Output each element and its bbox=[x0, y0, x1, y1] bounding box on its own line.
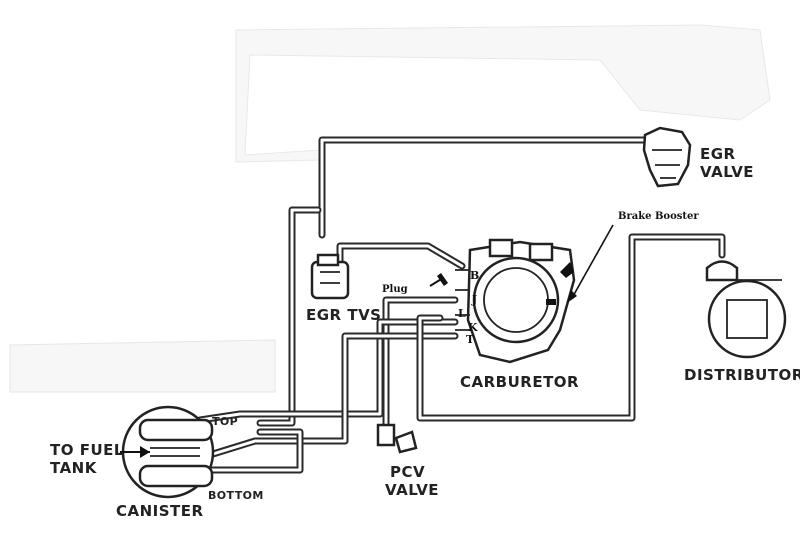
charcoal-canister bbox=[120, 405, 215, 499]
pcv-valve-label-line1: PCV bbox=[390, 463, 425, 481]
distributor bbox=[705, 260, 787, 359]
vacuum-hoses bbox=[196, 136, 726, 474]
distributor-label: DISTRIBUTOR bbox=[684, 366, 800, 384]
carburetor bbox=[455, 238, 576, 364]
egr-tvs bbox=[310, 253, 350, 300]
pcv-valve bbox=[376, 423, 418, 454]
carburetor-label: CARBURETOR bbox=[460, 373, 579, 391]
plug-marker bbox=[429, 273, 448, 287]
egr-tvs-label: EGR TVS bbox=[306, 306, 381, 324]
egr-valve-label-line2: VALVE bbox=[700, 163, 754, 181]
brake-booster-annotation: Brake Booster bbox=[618, 211, 699, 222]
bottom-port-label: BOTTOM bbox=[208, 489, 264, 502]
port-t-label: T bbox=[466, 333, 475, 346]
port-k-label: K bbox=[468, 321, 478, 334]
to-fuel-tank-label-line2: TANK bbox=[50, 459, 98, 477]
port-b-label: B bbox=[470, 269, 479, 282]
port-j-label: J bbox=[471, 293, 477, 306]
egr-valve bbox=[642, 126, 692, 188]
plug-annotation: Plug bbox=[382, 284, 408, 295]
canister-label: CANISTER bbox=[116, 502, 204, 520]
egr-valve-label-line1: EGR bbox=[700, 145, 736, 163]
brake-booster-arrow bbox=[567, 224, 614, 303]
port-l-label: L bbox=[458, 307, 466, 320]
pcv-valve-label-line2: VALVE bbox=[385, 481, 439, 499]
to-fuel-tank-label-line1: TO FUEL bbox=[50, 441, 124, 459]
top-port-label: TOP bbox=[212, 415, 238, 428]
